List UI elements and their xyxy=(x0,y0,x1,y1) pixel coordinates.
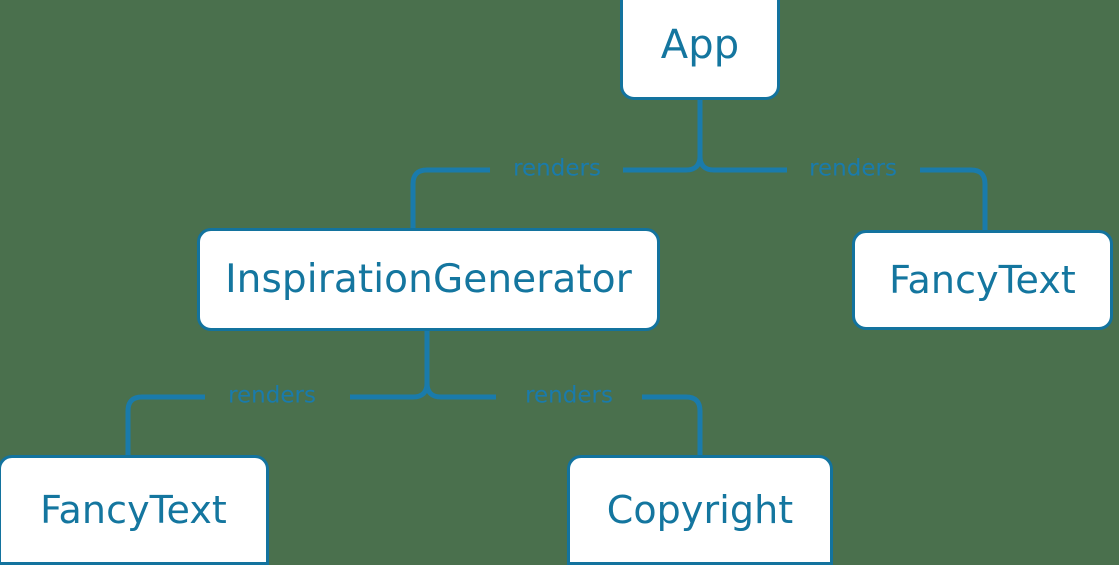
edge-label-inspiration-generator-to-fancytext-left: renders xyxy=(228,382,316,409)
node-app-label: App xyxy=(660,21,740,68)
node-fancytext-left-label: FancyText xyxy=(40,488,227,532)
edge-label-app-to-fancytext-right: renders xyxy=(809,155,897,182)
edge-app-to-fancytext-right-seg2 xyxy=(920,167,988,230)
edge-app-trunk-right xyxy=(697,155,715,173)
edge-inspiration-generator-trunk-right xyxy=(424,382,442,400)
node-inspiration-generator-label: InspirationGenerator xyxy=(225,257,632,302)
node-fancytext-right[interactable]: FancyText xyxy=(852,230,1113,330)
edge-app-to-inspiration-generator-seg2 xyxy=(410,167,490,228)
edge-inspiration-generator-to-fancytext-left-seg2 xyxy=(125,394,205,455)
edge-label-app-to-inspiration-generator: renders xyxy=(513,155,601,182)
node-inspiration-generator[interactable]: InspirationGenerator xyxy=(197,228,660,331)
node-app[interactable]: App xyxy=(620,0,780,100)
edge-inspiration-generator-to-copyright-seg2 xyxy=(642,394,703,455)
edge-label-inspiration-generator-to-copyright: renders xyxy=(525,382,613,409)
node-fancytext-left[interactable]: FancyText xyxy=(0,455,269,565)
node-copyright[interactable]: Copyright xyxy=(567,455,833,565)
node-fancytext-right-label: FancyText xyxy=(889,258,1076,302)
node-copyright-label: Copyright xyxy=(606,488,794,532)
